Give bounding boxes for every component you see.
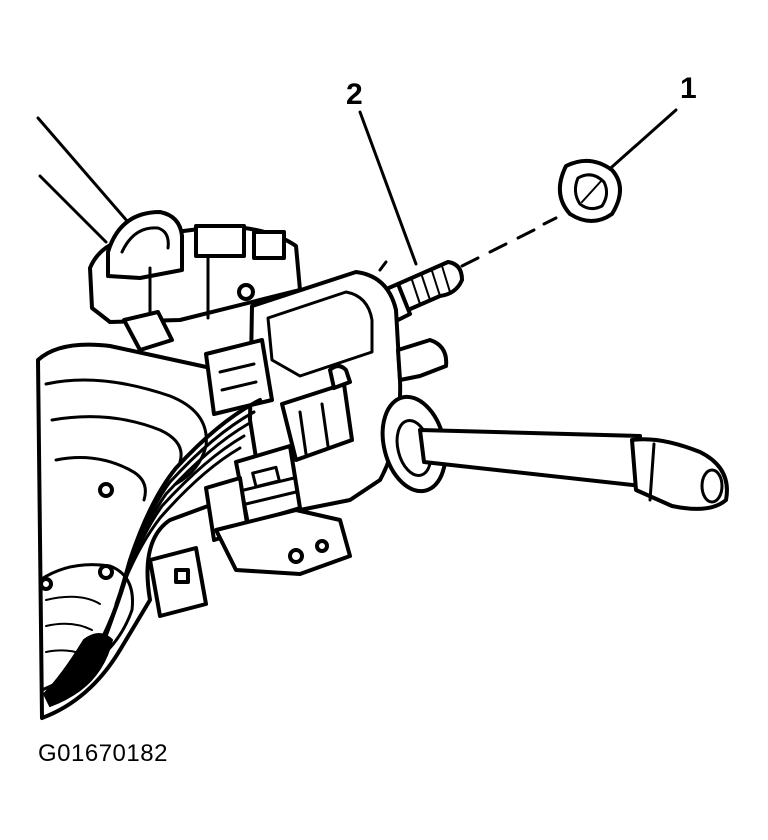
leader-lines [36, 108, 678, 268]
column-housing [36, 342, 272, 720]
lever-arm [418, 428, 729, 511]
lower-bracket [148, 508, 352, 618]
electrical-connector [204, 444, 302, 542]
callout-2: 2 [346, 78, 363, 111]
retaining-washer [558, 158, 622, 223]
wiring-harness [42, 398, 262, 708]
callout-1: 1 [680, 72, 697, 105]
ignition-module [88, 210, 302, 352]
lever-collar [380, 394, 448, 494]
figure-id: G01670182 [38, 740, 168, 767]
